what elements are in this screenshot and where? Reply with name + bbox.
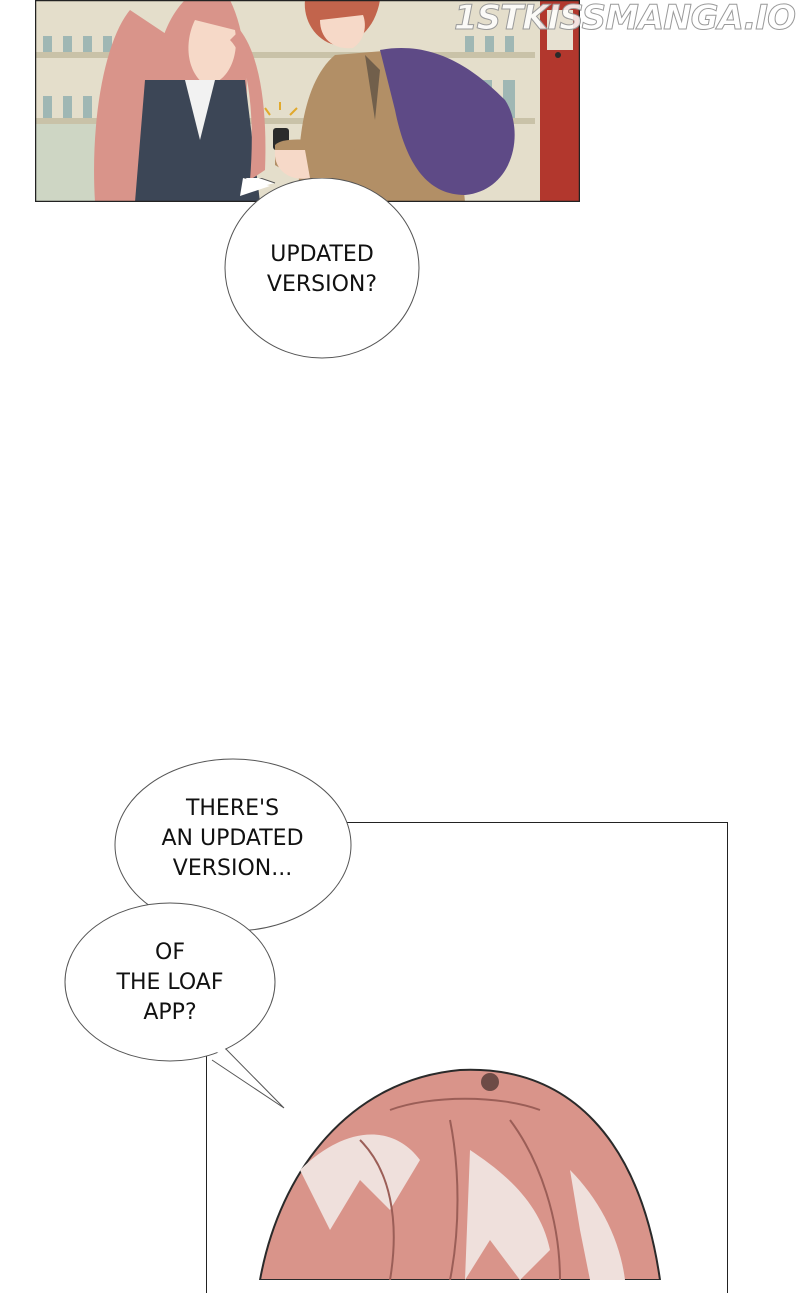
speech-bubble-3-text: OF THE LOAF APP? <box>70 938 270 1028</box>
bubble-3-line-3: APP? <box>143 1000 197 1025</box>
bottom-panel <box>206 822 728 1293</box>
bubble-2-line-1: THERE'S <box>185 796 280 821</box>
top-panel <box>34 0 581 203</box>
bubble-3-line-2: THE LOAF <box>116 970 224 995</box>
bubble-1-line-2: VERSION? <box>266 272 378 297</box>
speech-bubble-2-text: THERE'S AN UPDATED VERSION... <box>130 794 335 884</box>
speech-bubble-1-text: UPDATED VERSION? <box>222 240 422 300</box>
boy-character <box>274 0 515 202</box>
top-panel-artwork <box>34 0 581 203</box>
bubble-3-line-1: OF <box>155 940 185 965</box>
bubble-2-line-2: AN UPDATED <box>161 826 304 851</box>
girl-character <box>94 0 266 202</box>
hair-cowlick <box>481 1073 499 1091</box>
phone-sparkle <box>264 102 298 116</box>
bubble-2-line-3: VERSION... <box>172 856 293 881</box>
hair-artwork <box>258 1068 662 1280</box>
speech-bubble-3 <box>64 902 285 1109</box>
bubble-1-line-1: UPDATED <box>270 242 374 267</box>
hair <box>258 1068 662 1280</box>
watermark: 1STKISSMANGA.IO <box>453 0 796 38</box>
speech-bubble-1 <box>224 178 420 359</box>
